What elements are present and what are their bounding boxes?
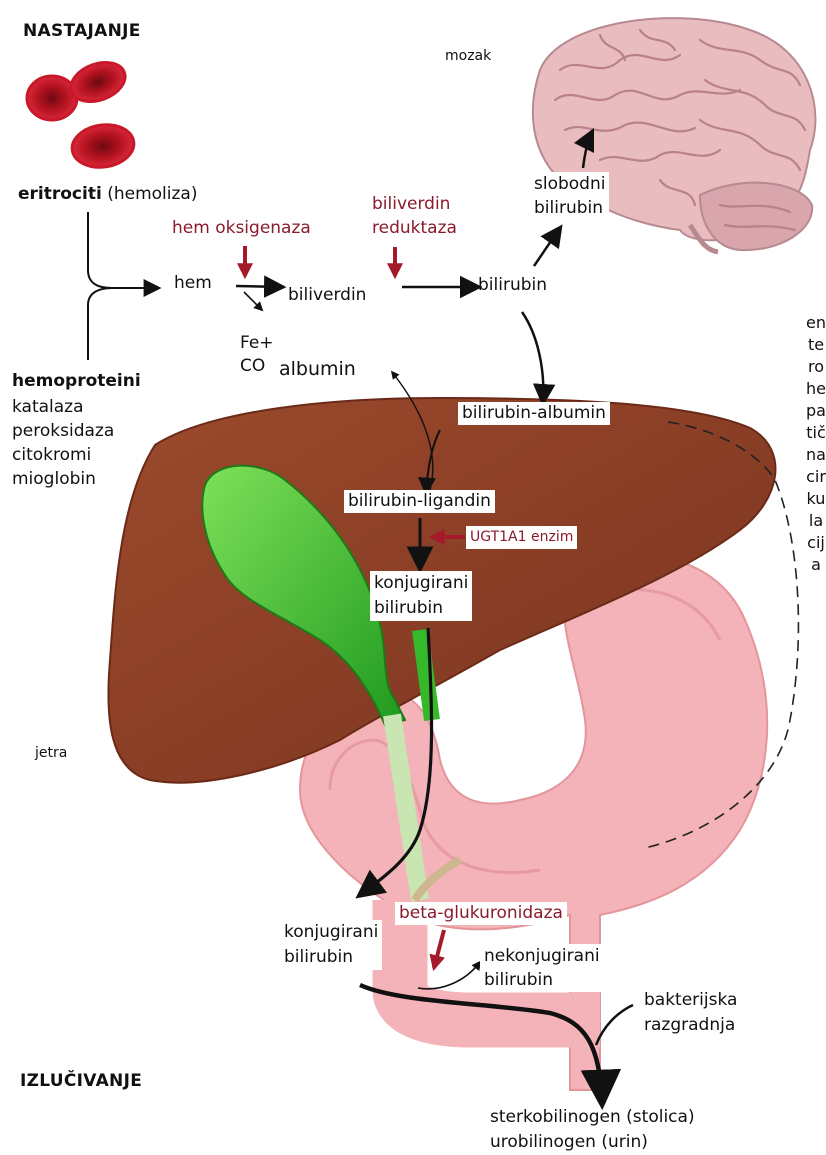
heme-label: hem xyxy=(174,272,212,295)
formation-heading: NASTAJANJE xyxy=(23,20,141,43)
albumin-label: albumin xyxy=(279,358,356,381)
conjugated-gut-line: konjugirani xyxy=(284,920,378,945)
conjugated-bilirubin-liver-label: konjugirani bilirubin xyxy=(370,571,472,621)
reductase-line: reduktaza xyxy=(372,216,457,240)
bacterial-degradation-label: bakterijska razgradnja xyxy=(640,988,741,1038)
hemoprotein-list: katalaza peroksidaza citokromi mioglobin xyxy=(12,395,114,491)
unconjugated-line: nekonjugirani xyxy=(484,944,600,968)
arrow-bilirubin-albumin xyxy=(522,312,543,402)
free-bilirubin-line: slobodni xyxy=(534,172,605,196)
excretion-heading: IZLUČIVANJE xyxy=(20,1070,142,1093)
biliverdin-reductase-label: biliverdin reduktaza xyxy=(372,192,457,240)
product-stercobilinogen: sterkobilinogen (stolica) xyxy=(490,1105,695,1130)
free-bilirubin-line: bilirubin xyxy=(534,196,605,220)
hemoprotein-item: citokromi xyxy=(12,443,114,467)
arrow-heme-byproducts xyxy=(244,292,262,310)
bacterial-line: bakterijska xyxy=(644,988,737,1013)
hemoprotein-item: mioglobin xyxy=(12,467,114,491)
erythrocytes-label: eritrociti (hemoliza) xyxy=(18,183,197,206)
arrow-bilirubin-free xyxy=(534,228,560,266)
erythrocytes-illustration xyxy=(27,56,137,172)
brain-label: mozak xyxy=(445,45,491,68)
heme-oxygenase-label: hem oksigenaza xyxy=(172,217,311,240)
arrow-heme-biliverdin xyxy=(236,286,282,287)
arrow-bacterial-branch xyxy=(596,1005,633,1045)
hemolysis-term: (hemoliza) xyxy=(107,184,197,204)
erythrocytes-term: eritrociti xyxy=(18,184,102,204)
excretion-products: sterkobilinogen (stolica) urobilinogen (… xyxy=(490,1105,695,1155)
conjugated-bilirubin-gut-label: konjugirani bilirubin xyxy=(280,920,382,970)
conjugated-liver-line: konjugirani xyxy=(374,571,468,596)
unconjugated-line: bilirubin xyxy=(484,968,600,992)
bilirubin-label: bilirubin xyxy=(478,274,547,297)
enzyme-arrow-beta-glucuronidase xyxy=(434,930,444,968)
unconjugated-bilirubin-label: nekonjugirani bilirubin xyxy=(480,944,604,992)
beta-glucuronidase-label: beta-glukuronidaza xyxy=(395,902,567,925)
byproduct-iron: Fe+ xyxy=(240,332,274,355)
bilirubin-ligandin-label: bilirubin-ligandin xyxy=(344,490,495,513)
conjugated-gut-line: bilirubin xyxy=(284,945,378,970)
byproduct-co: CO xyxy=(240,355,274,378)
hemoprotein-item: peroksidaza xyxy=(12,419,114,443)
ugt1a1-label: UGT1A1 enzim xyxy=(466,526,577,549)
conjugated-liver-line: bilirubin xyxy=(374,596,468,621)
product-urobilinogen: urobilinogen (urin) xyxy=(490,1130,695,1155)
bilirubin-albumin-label: bilirubin-albumin xyxy=(458,402,610,425)
heme-byproducts: Fe+ CO xyxy=(240,332,274,378)
hemoproteins-label: hemoproteini xyxy=(12,370,141,393)
hemoprotein-item: katalaza xyxy=(12,395,114,419)
reductase-line: biliverdin xyxy=(372,192,457,216)
bacterial-line: razgradnja xyxy=(644,1013,737,1038)
source-bracket xyxy=(88,212,158,360)
free-bilirubin-label: slobodni bilirubin xyxy=(530,172,609,220)
biliverdin-label: biliverdin xyxy=(288,284,366,307)
enterohepatic-circulation-label: enterohepatična cirkulacija xyxy=(806,312,826,576)
liver-label: jetra xyxy=(35,742,67,765)
